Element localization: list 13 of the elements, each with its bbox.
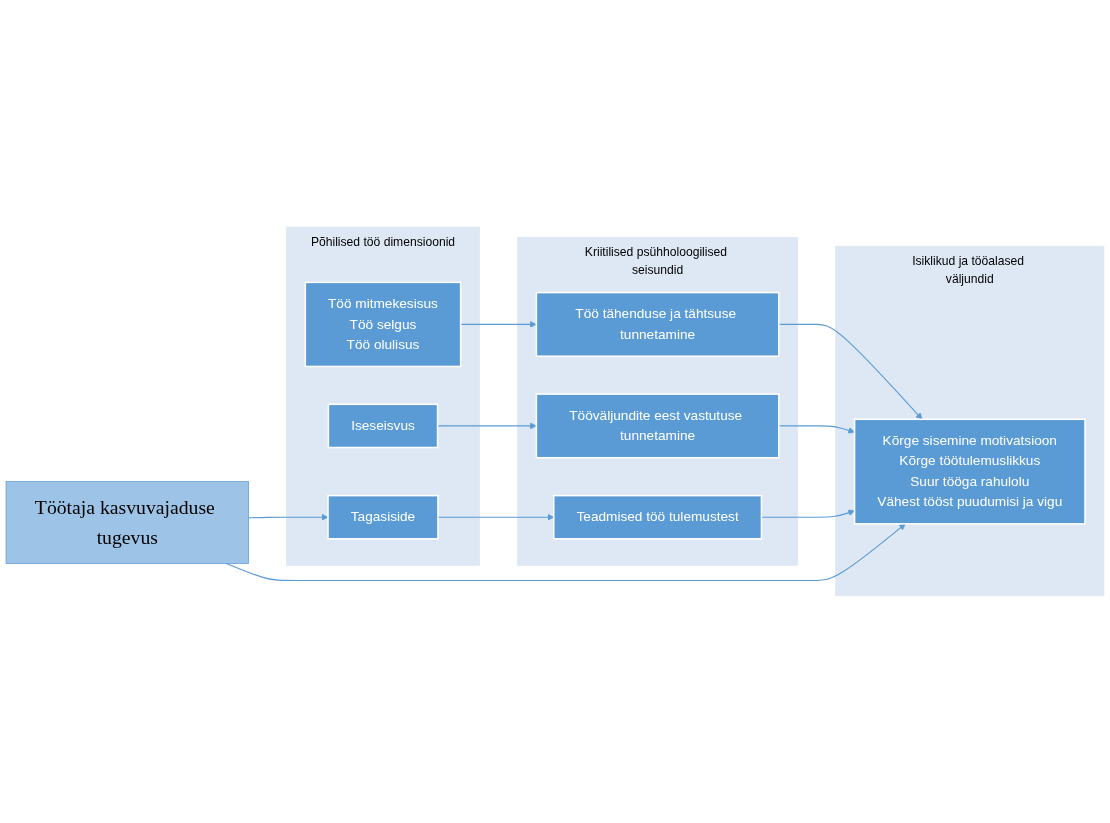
arrow — [225, 523, 906, 582]
node-box: Tagasiside — [327, 494, 439, 540]
node-box: Teadmised töö tulemustest — [553, 494, 763, 540]
node-box: Kõrge sisemine motivatsioon Kõrge töötulemuslikkus Suur tööga rahulolu Vähest tööst puudumisi ja vigu — [853, 418, 1086, 525]
node-box: Töö mitmekesisus Töö selgus Töö olulisus — [304, 281, 462, 368]
node-box: Töö tähenduse ja tähtsuse tunnetamine — [535, 291, 780, 358]
arrow — [247, 513, 329, 521]
arrow — [460, 321, 537, 328]
node-box: Tööväljundite eest vastutuse tunnetamine — [535, 393, 780, 459]
arrow — [778, 425, 855, 434]
node-box: Töötaja kasvuvajaduse tugevus — [5, 481, 249, 564]
arrow — [778, 323, 923, 420]
node-box: Iseseisvus — [327, 403, 439, 449]
